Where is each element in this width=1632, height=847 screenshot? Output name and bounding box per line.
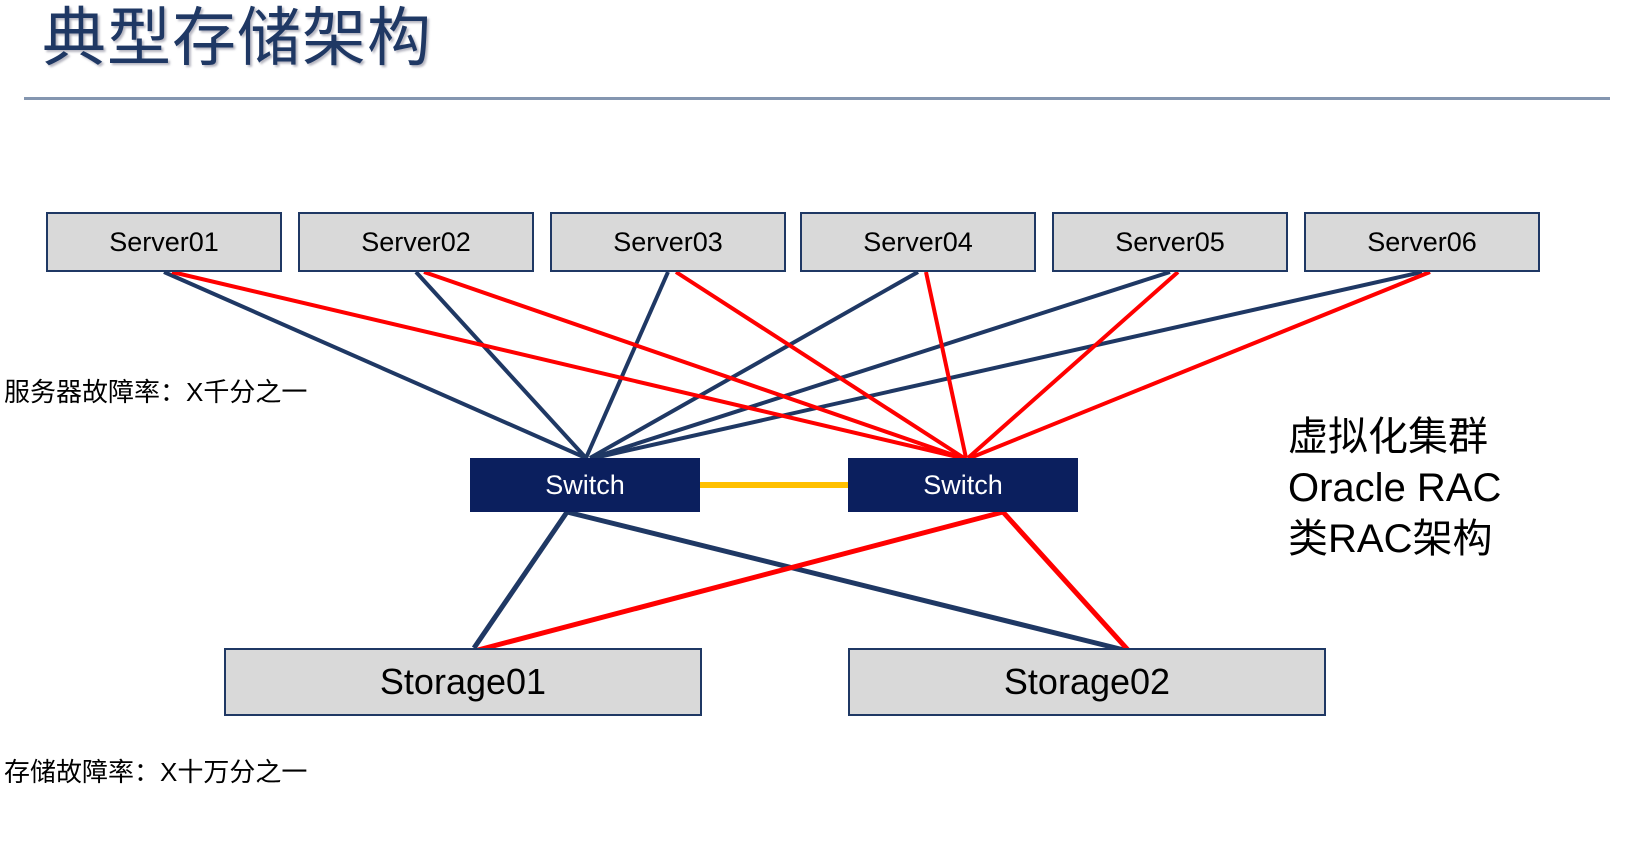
server-failure-rate-label: 服务器故障率：X千分之一 [4,377,308,407]
storage-node-label: Storage02 [1003,661,1171,702]
link-server2-to-switch2 [423,270,963,460]
link-server2-to-switch1 [414,270,588,460]
server-node-4[interactable]: Server04 [800,212,1036,272]
server-node-label: Server01 [109,226,219,257]
storage-node-label: Storage01 [379,661,547,702]
server-node-label: Server06 [1367,226,1477,257]
server-node-3[interactable]: Server03 [550,212,786,272]
link-server5-to-switch2 [966,270,1180,460]
server-node-2[interactable]: Server02 [298,212,534,272]
switch-node-2[interactable]: Switch [848,458,1078,512]
storage-node-1[interactable]: Storage01 [224,648,702,716]
title-divider [24,97,1610,100]
architecture-note: 虚拟化集群 Oracle RAC 类RAC架构 [1288,412,1501,566]
switch-node-1[interactable]: Switch [470,458,700,512]
server-node-label: Server02 [361,226,471,257]
server-node-label: Server03 [613,226,723,257]
link-server3-to-switch2 [674,270,966,460]
link-switch-to-storage-4 [1001,510,1130,652]
link-server4-to-switch1 [589,270,919,460]
architecture-note-line-3: 类RAC架构 [1288,517,1493,562]
server-node-6[interactable]: Server06 [1304,212,1540,272]
link-switch-to-storage-3 [477,509,1004,653]
link-switch-to-storage-1 [471,510,570,650]
switch-node-label: Switch [545,469,625,500]
link-server5-to-switch1 [591,270,1171,460]
link-server3-to-switch1 [584,271,670,459]
storage-node-2[interactable]: Storage02 [848,648,1326,716]
link-server4-to-switch2 [924,271,968,459]
page-title: 典型存储架构 [42,2,432,74]
architecture-note-line-1: 虚拟化集群 [1288,415,1488,459]
link-server1-to-switch1 [163,270,587,460]
server-node-5[interactable]: Server05 [1052,212,1288,272]
server-node-label: Server05 [1115,226,1225,257]
link-switch-to-storage-2 [566,509,1125,653]
server-node-label: Server04 [863,226,973,257]
switch-node-label: Switch [923,469,1003,500]
storage-failure-rate-label: 存储故障率：X十万分之一 [4,757,308,787]
server-node-1[interactable]: Server01 [46,212,282,272]
link-server1-to-switch2 [171,270,963,460]
architecture-note-line-2: Oracle RAC [1288,466,1502,511]
